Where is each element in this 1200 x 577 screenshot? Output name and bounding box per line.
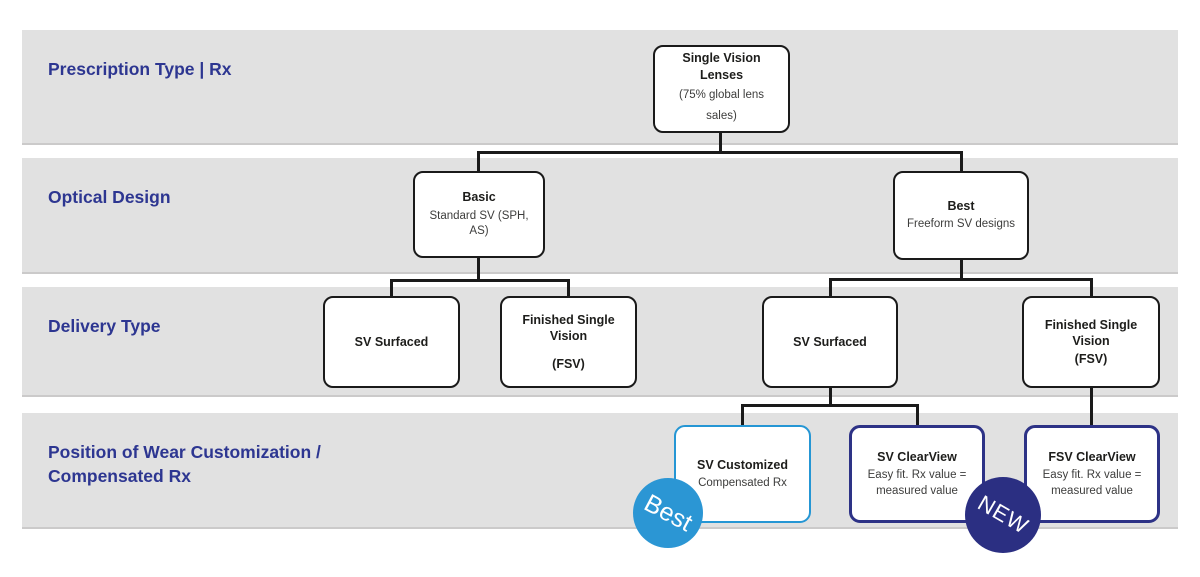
node-subtitle: Easy fit. Rx value = measured value — [1042, 469, 1142, 497]
node-subtitle: Compensated Rx — [698, 476, 787, 489]
connector-line — [960, 151, 963, 172]
node-basic: Basic Standard SV (SPH, AS) — [413, 171, 545, 258]
connector-line — [829, 278, 1093, 281]
node-title: Finished Single Vision — [1044, 318, 1138, 349]
connector-line — [477, 258, 480, 281]
connector-line — [741, 404, 919, 407]
connector-line — [477, 151, 480, 172]
node-title: SV ClearView — [877, 449, 957, 464]
node-title: Basic — [462, 190, 496, 205]
node-subtitle: (75% global lens sales) — [678, 88, 765, 123]
connector-line — [916, 404, 919, 426]
connector-line — [477, 151, 963, 154]
node-sv-customized: SV Customized Compensated Rx — [674, 425, 811, 523]
connector-line — [741, 404, 744, 426]
node-subtitle: Freeform SV designs — [906, 218, 1015, 231]
new-badge: NEW — [965, 477, 1041, 553]
connector-line — [1090, 278, 1093, 297]
best-badge: Best — [633, 478, 703, 548]
row-prescription-type: Prescription Type | Rx — [22, 30, 1178, 145]
node-finished-single-vision-basic: Finished Single Vision (FSV) — [500, 296, 637, 388]
node-title-abbr: (FSV) — [552, 356, 585, 371]
node-title: SV Surfaced — [354, 334, 429, 349]
connector-line — [567, 279, 570, 297]
node-finished-single-vision-best: Finished Single Vision (FSV) — [1022, 296, 1160, 388]
best-badge-label: Best — [639, 488, 697, 537]
node-best: Best Freeform SV designs — [893, 171, 1029, 260]
connector-line — [829, 388, 832, 407]
node-title-abbr: (FSV) — [1074, 351, 1108, 366]
node-fsv-clearview: FSV ClearView Easy fit. Rx value = measu… — [1024, 425, 1160, 523]
node-title: SV Surfaced — [793, 334, 867, 349]
row-label-position-of-wear: Position of Wear Customization / Compens… — [48, 442, 321, 486]
row-label-optical-design: Optical Design — [48, 187, 171, 207]
connector-line — [1090, 388, 1093, 426]
node-subtitle: Standard SV (SPH, AS) — [429, 209, 529, 238]
connector-line — [390, 279, 570, 282]
connector-line — [829, 278, 832, 297]
node-title: FSV ClearView — [1048, 449, 1136, 464]
node-sv-surfaced-basic: SV Surfaced — [323, 296, 460, 388]
node-single-vision-lenses: Single Vision Lenses (75% global lens sa… — [653, 45, 790, 133]
row-label-delivery-type: Delivery Type — [48, 316, 161, 336]
node-sv-clearview: SV ClearView Easy fit. Rx value = measur… — [849, 425, 985, 523]
node-title: Finished Single Vision — [522, 313, 615, 344]
node-title: Single Vision Lenses — [682, 51, 761, 82]
node-title: SV Customized — [697, 457, 788, 472]
node-sv-surfaced-best: SV Surfaced — [762, 296, 898, 388]
new-badge-label: NEW — [973, 490, 1034, 539]
node-title: Best — [947, 199, 975, 214]
connector-line — [960, 260, 963, 281]
connector-line — [390, 279, 393, 297]
row-label-prescription-type: Prescription Type | Rx — [48, 59, 232, 79]
connector-line — [719, 133, 722, 154]
node-subtitle: Easy fit. Rx value = measured value — [867, 469, 967, 497]
